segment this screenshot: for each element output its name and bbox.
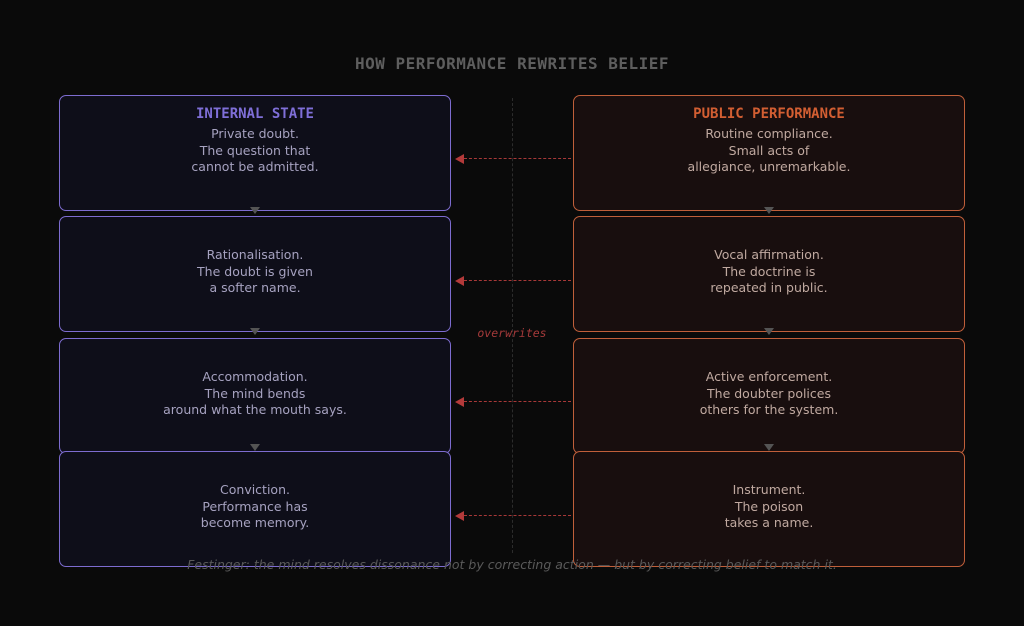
overwrite-connector-2 <box>464 280 571 281</box>
internal-box-2: Rationalisation. The doubt is given a so… <box>59 216 451 332</box>
public-box-1-text: Routine compliance. Small acts of allegi… <box>687 126 851 175</box>
overwrite-connector-4 <box>464 515 571 516</box>
public-box-4: Instrument. The poison takes a name. <box>573 451 965 567</box>
left-arrow-icon <box>455 397 464 407</box>
footnote: Festinger: the mind resolves dissonance … <box>187 557 837 572</box>
internal-down-arrow-icon <box>250 328 260 335</box>
public-column-heading: PUBLIC PERFORMANCE <box>693 106 845 122</box>
internal-box-2-text: Rationalisation. The doubt is given a so… <box>197 247 313 296</box>
public-box-3: Active enforcement. The doubter polices … <box>573 338 965 454</box>
internal-box-3: Accommodation. The mind bends around wha… <box>59 338 451 454</box>
internal-box-1: INTERNAL STATE Private doubt. The questi… <box>59 95 451 211</box>
internal-box-4-text: Conviction. Performance has become memor… <box>200 482 310 531</box>
internal-box-3-text: Accommodation. The mind bends around wha… <box>163 369 347 418</box>
public-box-4-text: Instrument. The poison takes a name. <box>724 482 814 531</box>
left-arrow-icon <box>455 511 464 521</box>
internal-box-1-text: Private doubt. The question that cannot … <box>191 126 319 175</box>
internal-box-4: Conviction. Performance has become memor… <box>59 451 451 567</box>
public-box-2-text: Vocal affirmation. The doctrine is repea… <box>710 247 828 296</box>
left-arrow-icon <box>455 154 464 164</box>
left-arrow-icon <box>455 276 464 286</box>
public-down-arrow-icon <box>764 328 774 335</box>
public-down-arrow-icon <box>764 444 774 451</box>
center-divider <box>512 98 513 553</box>
overwrite-connector-1 <box>464 158 571 159</box>
internal-down-arrow-icon <box>250 444 260 451</box>
diagram-title: HOW PERFORMANCE REWRITES BELIEF <box>354 54 670 73</box>
internal-column-heading: INTERNAL STATE <box>195 106 314 122</box>
public-box-2: Vocal affirmation. The doctrine is repea… <box>573 216 965 332</box>
overwrite-connector-3 <box>464 401 571 402</box>
public-down-arrow-icon <box>764 207 774 214</box>
internal-down-arrow-icon <box>250 207 260 214</box>
connector-label: overwrites <box>477 326 547 340</box>
public-box-3-text: Active enforcement. The doubter polices … <box>699 369 839 418</box>
public-box-1: PUBLIC PERFORMANCE Routine compliance. S… <box>573 95 965 211</box>
